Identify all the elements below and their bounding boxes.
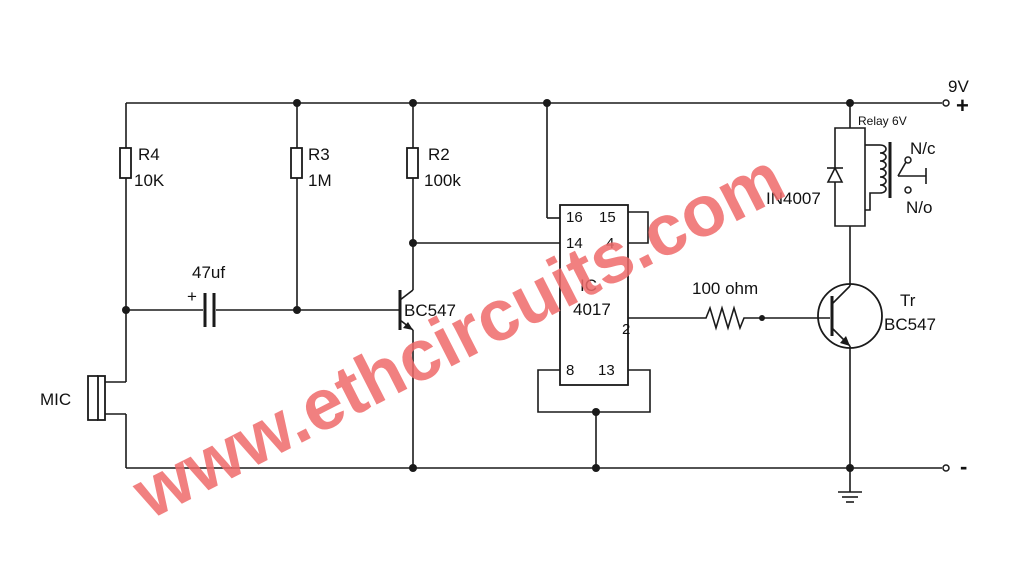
resistor-r4 bbox=[119, 103, 132, 382]
ground-symbol bbox=[838, 468, 862, 503]
ic-pin-8: 8 bbox=[566, 362, 574, 379]
ic-pin-15: 15 bbox=[599, 209, 616, 226]
transistor-q1 bbox=[398, 289, 414, 468]
ic-pin-4: 4 bbox=[606, 235, 614, 252]
power-rails bbox=[126, 99, 950, 472]
r2-ref-label: R2 bbox=[428, 145, 450, 164]
mic-label: MIC bbox=[40, 390, 71, 409]
r3-ref-label: R3 bbox=[308, 145, 330, 164]
q2-type-label: BC547 bbox=[884, 315, 936, 334]
q1-type-label: BC547 bbox=[404, 301, 456, 320]
ic-4017 bbox=[537, 103, 700, 468]
transistor-q2 bbox=[817, 226, 883, 468]
ic-pin-13: 13 bbox=[598, 362, 615, 379]
watermark: www.ethcircuits.com bbox=[120, 137, 797, 534]
resistor-100-ohm bbox=[700, 305, 830, 331]
capacitor-value-label: 47uf bbox=[192, 263, 225, 282]
ic-ref-label: IC bbox=[580, 276, 597, 295]
relay-6v bbox=[834, 103, 927, 227]
capacitor-47uf bbox=[126, 293, 400, 327]
junction-dots bbox=[122, 99, 854, 472]
r4-ref-label: R4 bbox=[138, 145, 160, 164]
r4-value-label: 10K bbox=[134, 171, 165, 190]
ic-pin-14: 14 bbox=[566, 235, 583, 252]
supply-voltage-label: 9V bbox=[948, 77, 969, 96]
ic-pin-2: 2 bbox=[622, 321, 630, 338]
ic-type-label: 4017 bbox=[573, 300, 611, 319]
diode-in4007 bbox=[826, 166, 844, 183]
supply-negative-sign: - bbox=[960, 454, 967, 479]
supply-positive-sign: + bbox=[956, 93, 969, 118]
relay-nc-label: N/c bbox=[910, 139, 936, 158]
r3-value-label: 1M bbox=[308, 171, 332, 190]
resistor-r3 bbox=[290, 103, 303, 310]
r5-value-label: 100 ohm bbox=[692, 279, 758, 298]
microphone bbox=[87, 375, 127, 468]
diode-type-label: IN4007 bbox=[766, 189, 821, 208]
r2-value-label: 100k bbox=[424, 171, 461, 190]
ic-pin-16: 16 bbox=[566, 209, 583, 226]
relay-no-label: N/o bbox=[906, 198, 932, 217]
q2-ref-label: Tr bbox=[900, 291, 916, 310]
resistor-r2 bbox=[406, 103, 419, 290]
relay-label: Relay 6V bbox=[858, 114, 907, 128]
capacitor-polarity-label: + bbox=[187, 287, 197, 306]
